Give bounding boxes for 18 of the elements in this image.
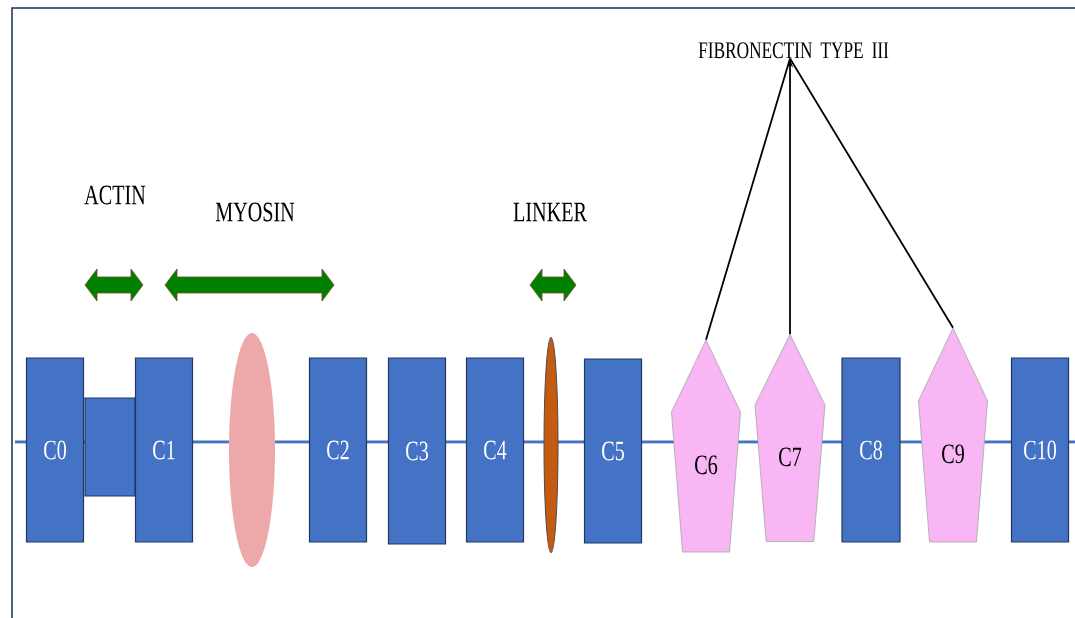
ellipse-domain — [229, 333, 275, 567]
pentagon-domain: C7 — [754, 334, 826, 542]
leader-line — [705, 57, 791, 341]
domain-box: C5 — [583, 358, 643, 544]
pentagon-domain: C6 — [671, 339, 741, 553]
heading-text: FIBRONECTIN TYPE III — [698, 42, 889, 59]
domain-box: C3 — [387, 357, 447, 545]
domain-box: C10 — [1010, 357, 1070, 543]
region-label: ACTIN — [84, 185, 146, 205]
leader-line — [789, 57, 954, 329]
region-label: LINKER — [513, 202, 587, 222]
ellipse-domain — [543, 337, 559, 553]
domain-box — [84, 397, 136, 497]
pentagon-domain: C9 — [918, 327, 988, 543]
domain-box: C2 — [308, 357, 368, 543]
domain-box: C4 — [465, 357, 525, 543]
region-label: MYOSIN — [215, 202, 295, 222]
domain-box: C8 — [841, 357, 901, 543]
